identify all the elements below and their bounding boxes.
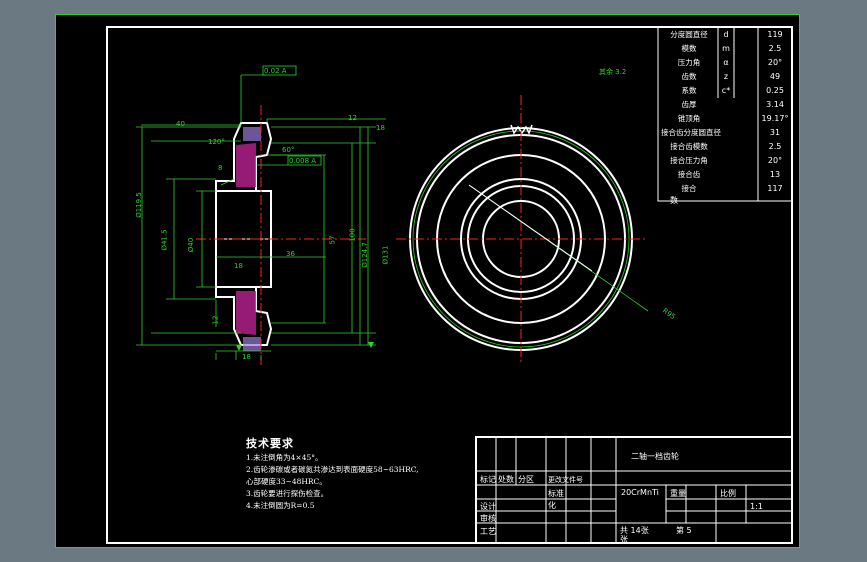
params-table — [657, 26, 793, 202]
param-value: 19.17° — [761, 114, 789, 123]
param-name: 系数 — [681, 86, 697, 95]
tolerance-frame-1 — [262, 65, 297, 76]
param-name: 锥顶角 — [677, 114, 701, 123]
param-symbol: d — [723, 30, 729, 39]
param-symbol: m — [722, 44, 730, 53]
dim-48: 18 — [376, 124, 385, 132]
zone-label: 分区 — [518, 475, 534, 484]
dim-12: 12 — [211, 315, 220, 325]
param-name: 齿数 — [681, 72, 697, 81]
inner-border — [106, 26, 793, 544]
weight-label: 重量 — [670, 489, 686, 498]
param-symbol: c* — [721, 86, 731, 95]
dim-d3: Ø41.5 — [160, 229, 169, 251]
param-value: 20° — [767, 58, 783, 67]
tolerance-text-1: 0.02 A — [264, 67, 287, 75]
param-extra-label: 数 — [670, 196, 678, 205]
drawing-frame — [55, 14, 800, 548]
param-name: 接合齿模数 — [670, 142, 708, 151]
roughness-note: 其余 3.2 — [599, 68, 627, 76]
note-3: 心部硬度33~48HRC。 — [246, 477, 327, 486]
param-value: 2.5 — [768, 142, 782, 151]
dim-57: 57 — [328, 235, 337, 245]
check-label: 审核 — [480, 514, 496, 523]
dim-40: 40 — [176, 120, 185, 128]
upper-web — [215, 122, 273, 192]
param-value: 20° — [767, 156, 783, 165]
param-name: 压力角 — [677, 58, 701, 67]
dim-36: 36 — [286, 250, 295, 258]
angle-120: 120° — [208, 138, 225, 146]
note-5: 4.未注倒圆为R=0.5 — [246, 501, 315, 510]
param-symbol: α — [723, 58, 729, 67]
param-name: 接合 — [681, 184, 697, 193]
hatch — [236, 143, 256, 335]
param-name: 接合压力角 — [670, 156, 708, 165]
std2-label: 化 — [548, 501, 556, 510]
param-value: 119 — [767, 30, 783, 39]
dim-d6: Ø131 — [381, 245, 390, 265]
datum-triangle — [368, 342, 374, 348]
param-name: 接合齿 — [677, 170, 701, 179]
param-value: 13 — [769, 170, 781, 179]
param-name: 模数 — [681, 44, 697, 53]
dim-8: 8 — [218, 164, 223, 172]
dim-18b: 18 — [234, 262, 243, 270]
drawing-sheet: 0.02 A 0.008 A 60° 120° 40 12 18 Ø119.5 … — [56, 15, 799, 547]
note-1: 1.未注倒角为4×45°。 — [246, 453, 323, 462]
teeth-detail — [510, 124, 533, 135]
param-value: 117 — [767, 184, 783, 193]
ratio-label: 比例 — [720, 489, 736, 498]
dim-18: 18 — [242, 353, 251, 361]
section-highlight — [243, 127, 261, 351]
mark-label: 标记 — [480, 475, 496, 484]
tolerance-frame-2 — [287, 155, 322, 166]
dim-100: 100 — [348, 228, 357, 242]
sheet-suffix: 张 — [620, 535, 628, 544]
param-value: 2.5 — [768, 44, 782, 53]
part-name: 二轴一档齿轮 — [631, 452, 679, 461]
qty-label: 处数 — [498, 475, 514, 484]
param-value: 49 — [769, 72, 781, 81]
dim-d4: Ø40 — [187, 237, 196, 253]
angle-60: 60° — [282, 146, 295, 154]
dim-d1: Ø119.5 — [134, 192, 143, 218]
param-name: 接合齿分度圆直径 — [661, 128, 721, 137]
ratio: 1:1 — [750, 502, 763, 511]
note-2: 2.齿轮渗碳或者碳氮共渗达到表面硬度58~63HRC, — [246, 465, 419, 474]
sheet-no: 第 5 — [676, 526, 692, 535]
param-value: 31 — [769, 128, 781, 137]
design-label: 设计 — [480, 502, 496, 511]
material: 20CrMnTi — [621, 488, 659, 497]
lower-web — [215, 286, 273, 346]
tolerance-text-2: 0.008 A — [289, 157, 317, 165]
param-symbol: z — [723, 72, 729, 81]
sheets-total: 共 14张 — [620, 526, 649, 535]
process-label: 工艺 — [480, 527, 496, 536]
drawing-canvas — [106, 26, 793, 544]
param-name: 分度圆直径 — [670, 30, 708, 39]
std-label: 标准 — [548, 489, 564, 498]
dim-32: 12 — [348, 114, 357, 122]
change-label: 更改文件号 — [548, 476, 583, 484]
param-value: 0.25 — [766, 86, 784, 95]
note-4: 3.齿轮要进行探伤检查。 — [246, 489, 329, 498]
dim-d2: Ø124.7 — [360, 242, 369, 268]
title-block — [475, 436, 793, 544]
notes-title: 技术要求 — [246, 437, 294, 450]
param-value: 3.14 — [766, 100, 784, 109]
param-name: 齿厚 — [681, 100, 697, 109]
